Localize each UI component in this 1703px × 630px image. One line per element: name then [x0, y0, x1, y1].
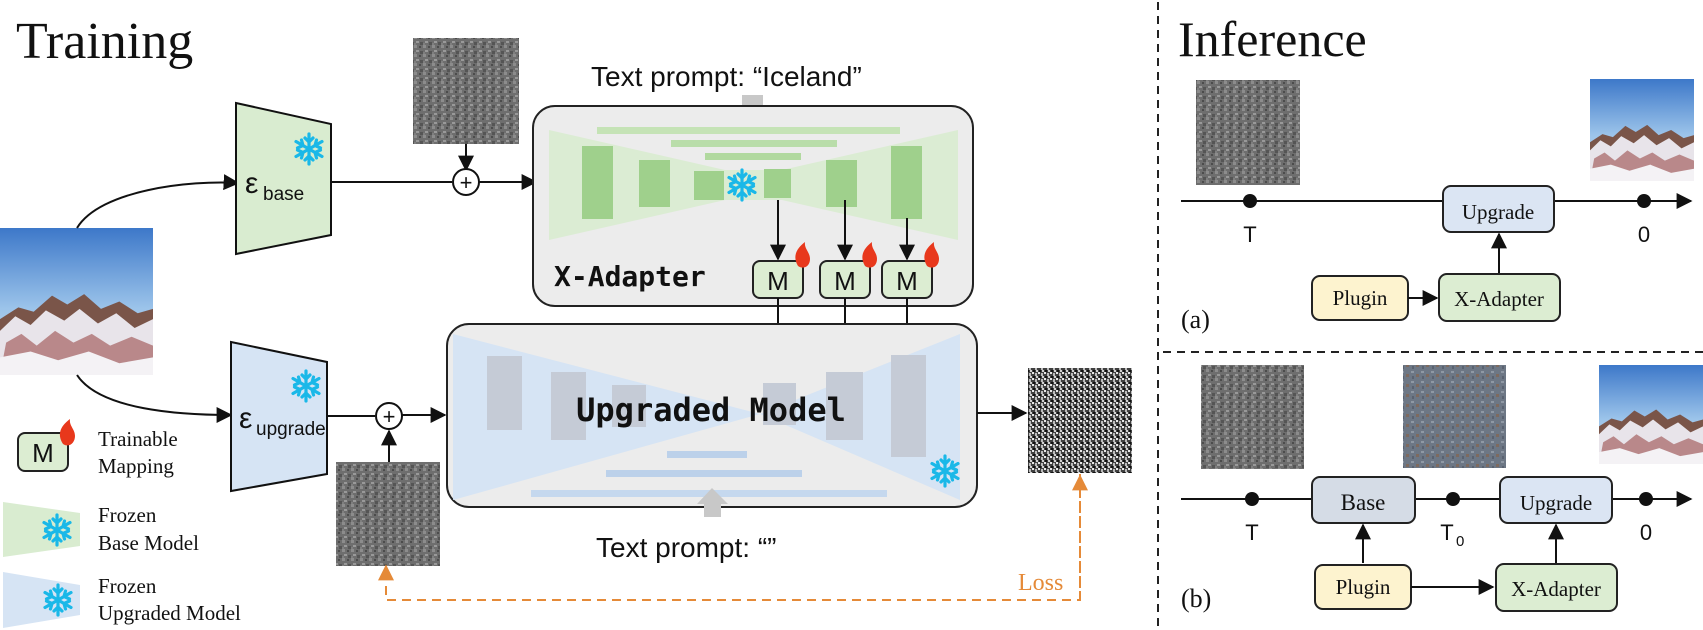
- flame-icon: [924, 242, 939, 268]
- encoder-upgrade: [230, 340, 328, 493]
- b-label: (b): [1181, 584, 1211, 613]
- prompt-bottom-arrow: [697, 488, 728, 517]
- noise-image-top: [413, 38, 519, 144]
- flame-icon: [795, 242, 810, 268]
- encoder-upgrade-symbol: ε: [239, 402, 252, 435]
- b-t-start: T: [1245, 520, 1258, 545]
- inference-a: T 0 Upgrade Plugin X-Adapter (a): [1181, 79, 1694, 334]
- b-intermediate-image: [1403, 365, 1506, 468]
- upgraded-block: [551, 372, 586, 440]
- prompt-top-text: Text prompt: “Iceland”: [591, 61, 862, 92]
- a-upgrade-label: Upgrade: [1462, 200, 1534, 224]
- a-noise-image: [1196, 80, 1300, 185]
- legend: M Trainable Mapping Frozen Base Model Fr…: [3, 419, 241, 628]
- b-upgrade-label: Upgrade: [1520, 491, 1592, 515]
- b-noise-image: [1201, 365, 1304, 469]
- mapping-letter: M: [896, 266, 918, 296]
- a-t-start: T: [1243, 222, 1256, 247]
- unet-block: [582, 146, 613, 219]
- unet-block: [826, 160, 857, 207]
- legend-flame-icon: [59, 419, 75, 446]
- legend-base-line2: Base Model: [98, 531, 199, 555]
- encoder-base-subscript: base: [263, 184, 304, 205]
- image-to-upgrade-arrow: [76, 374, 233, 423]
- prompt-bottom-text: Text prompt: “”: [596, 532, 776, 563]
- inference-title: Inference: [1178, 11, 1367, 67]
- loss-label: Loss: [1018, 570, 1063, 596]
- plus-top-symbol: +: [460, 170, 473, 195]
- unet-block: [891, 146, 922, 219]
- legend-trainable-line2: Mapping: [98, 454, 174, 478]
- x-adapter-label: X-Adapter: [554, 260, 706, 293]
- encoder-base-symbol: ε: [245, 167, 258, 200]
- input-image: [0, 228, 153, 375]
- upgraded-block: [612, 385, 646, 427]
- legend-trainable-line1: Trainable: [98, 427, 178, 451]
- mapping-module: M: [881, 242, 939, 299]
- legend-upgraded-line2: Upgraded Model: [98, 601, 241, 625]
- upgraded-block: [487, 356, 522, 430]
- a-xadapter-box: [1438, 273, 1561, 322]
- a-output-image: [1590, 79, 1694, 181]
- b-plugin-label: Plugin: [1336, 575, 1391, 599]
- b-xadapter-box: [1495, 563, 1618, 612]
- b-base-label: Base: [1341, 490, 1386, 515]
- unet-block: [639, 160, 670, 207]
- upgraded-block: [891, 355, 926, 457]
- b-output-image: [1599, 365, 1703, 464]
- a-upgrade-box: [1442, 185, 1555, 233]
- legend-upgraded-line1: Frozen: [98, 574, 157, 598]
- training-title: Training: [16, 13, 193, 70]
- mapping-module: M: [752, 242, 810, 299]
- legend-upgraded-shape: [3, 572, 80, 628]
- inference-b: T T 0 0 Base Upgrade Plugin X-Adapter (b…: [1181, 365, 1703, 613]
- mapping-letter: M: [767, 266, 789, 296]
- flame-icon: [862, 242, 877, 268]
- a-plugin-label: Plugin: [1333, 286, 1388, 310]
- legend-base-shape: [3, 502, 80, 557]
- a-t-end: 0: [1638, 222, 1650, 247]
- plus-bottom-symbol: +: [383, 404, 396, 429]
- upgraded-model-label: Upgraded Model: [576, 391, 846, 429]
- unet-block: [694, 171, 724, 200]
- noise-image-bottom: [336, 462, 440, 566]
- b-t-mid-sub: 0: [1456, 533, 1464, 550]
- mapping-letter: M: [834, 266, 856, 296]
- legend-mapping-letter: M: [32, 438, 54, 468]
- legend-base-line1: Frozen: [98, 503, 157, 527]
- upgraded-block: [763, 383, 796, 425]
- b-base-box: [1311, 476, 1416, 524]
- upgraded-block: [826, 372, 863, 440]
- unet-block: [764, 169, 791, 198]
- encoder-upgrade-subscript: upgrade: [256, 419, 326, 440]
- a-xadapter-label: X-Adapter: [1454, 287, 1544, 311]
- b-t-end: 0: [1640, 520, 1652, 545]
- a-label: (a): [1181, 305, 1210, 334]
- legend-mapping-box: [17, 432, 69, 472]
- b-upgrade-box: [1499, 476, 1613, 524]
- image-to-base-arrow: [76, 174, 240, 229]
- noise-output: [1028, 368, 1132, 473]
- b-t-mid: T: [1440, 520, 1453, 545]
- b-xadapter-label: X-Adapter: [1511, 577, 1601, 601]
